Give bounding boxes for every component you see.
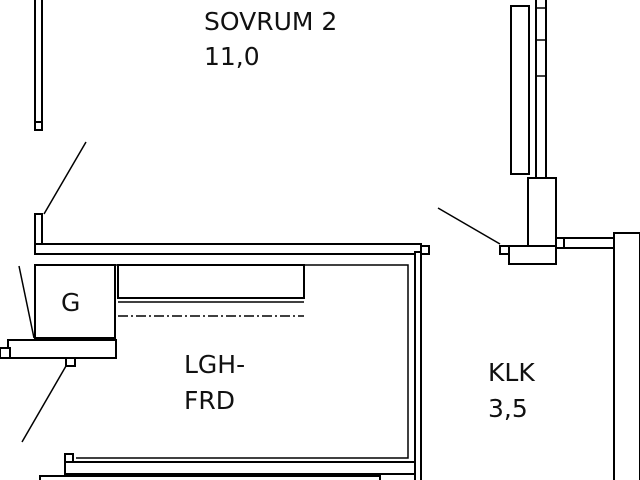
window-right-upper bbox=[510, 5, 530, 175]
door-swing-klk bbox=[437, 207, 501, 245]
wall-left-lower bbox=[7, 339, 117, 359]
door-swing-left-lower bbox=[21, 365, 67, 443]
door-jamb-left-lower bbox=[65, 357, 76, 367]
room-g-name: G bbox=[61, 288, 80, 317]
cabinet-g bbox=[34, 264, 116, 339]
room-sovrum-name: SOVRUM 2 bbox=[204, 7, 337, 36]
room-sovrum-area: 11,0 bbox=[204, 42, 260, 71]
wall-left-top bbox=[34, 0, 43, 123]
wall-hall-klk bbox=[414, 251, 422, 480]
room-hall-name-line1: LGH- bbox=[184, 350, 245, 379]
door-jamb-klk bbox=[499, 245, 510, 255]
wall-left-lower-cap bbox=[0, 347, 11, 359]
wall-bedroom-bottom bbox=[34, 243, 422, 255]
closet-shelf bbox=[117, 264, 305, 299]
room-hall-name-line2: FRD bbox=[184, 386, 235, 415]
wall-left-top-cap bbox=[34, 121, 43, 131]
shaft-block-base bbox=[508, 245, 557, 265]
cabinet-g-left-line bbox=[18, 265, 35, 339]
door-swing-left-upper bbox=[43, 141, 87, 215]
room-klk-name: KLK bbox=[488, 358, 535, 387]
wall-right-upper bbox=[535, 0, 547, 179]
wall-bottom-main bbox=[64, 461, 416, 475]
wall-bedroom-bottom-cap bbox=[420, 245, 430, 255]
wall-right-outer bbox=[613, 232, 640, 480]
wall-bottom-left bbox=[39, 475, 381, 480]
room-klk-area: 3,5 bbox=[488, 394, 528, 423]
door-jamb-left-upper bbox=[34, 213, 43, 245]
wall-klk-top-cap bbox=[555, 237, 565, 249]
